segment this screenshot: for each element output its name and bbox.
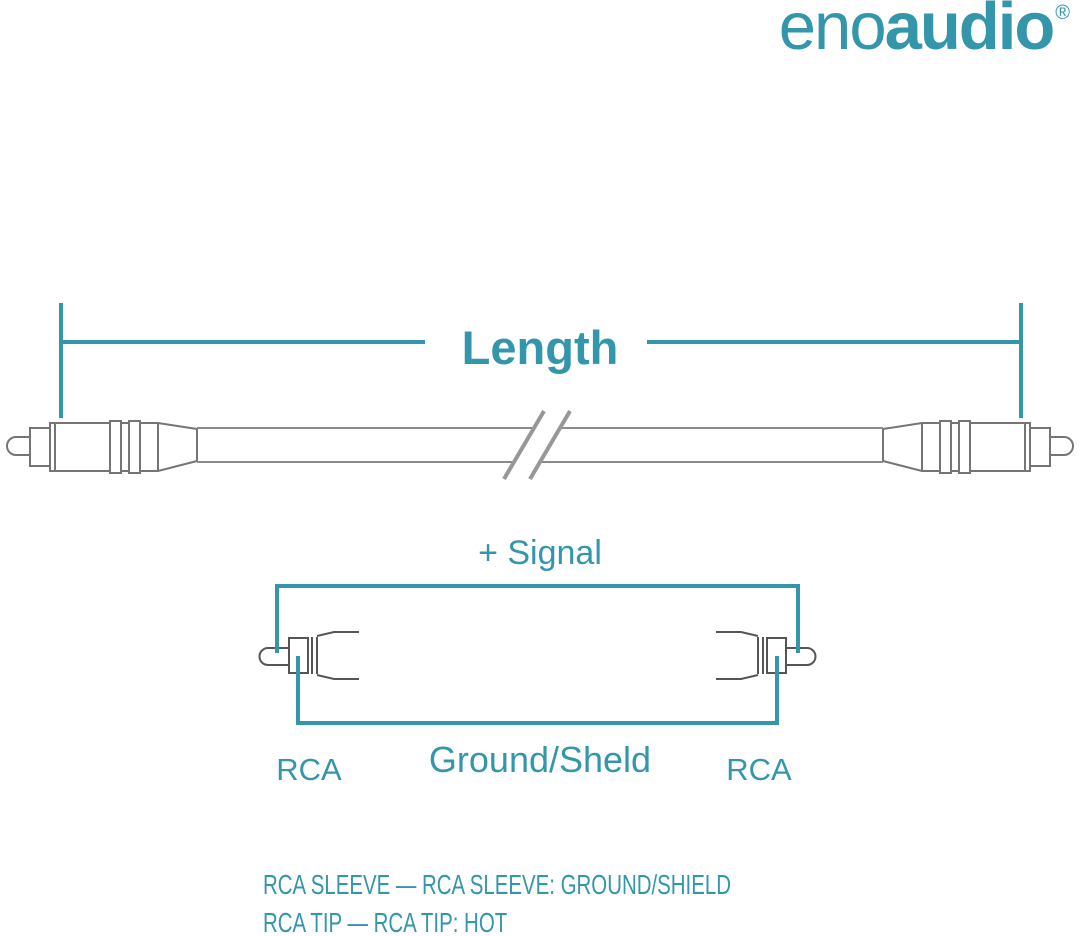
right-rca-connector-drawing (882, 420, 1074, 474)
brand-logo-bold-part: audio (884, 0, 1056, 64)
cable-line (197, 427, 883, 463)
rca-pin-icon (6, 436, 30, 456)
ground-shield-label: Ground/Sheld (428, 739, 652, 780)
rca-right-label: RCA (726, 752, 792, 787)
left-rca-connector-drawing (6, 420, 198, 474)
brand-logo-light-part: eno (778, 0, 887, 64)
cable-break-icon (502, 409, 572, 481)
registered-trademark-icon: ® (1055, 2, 1070, 24)
legend-sleeve-line: RCA SLEEVE — RCA SLEEVE: GROUND/SHIELD (263, 869, 731, 900)
signal-label: + Signal (478, 534, 602, 572)
pinout-right-rca-drawing (715, 631, 817, 680)
legend-tip-line: RCA TIP — RCA TIP: HOT (263, 907, 508, 936)
ground-bracket (296, 656, 779, 725)
length-label: Length (461, 321, 619, 374)
pinout-left-rca-drawing (258, 631, 359, 680)
rca-left-label: RCA (276, 752, 342, 787)
length-dimension-lines (59, 303, 1023, 418)
signal-bracket (275, 584, 800, 653)
rca-pin-icon (258, 647, 289, 666)
